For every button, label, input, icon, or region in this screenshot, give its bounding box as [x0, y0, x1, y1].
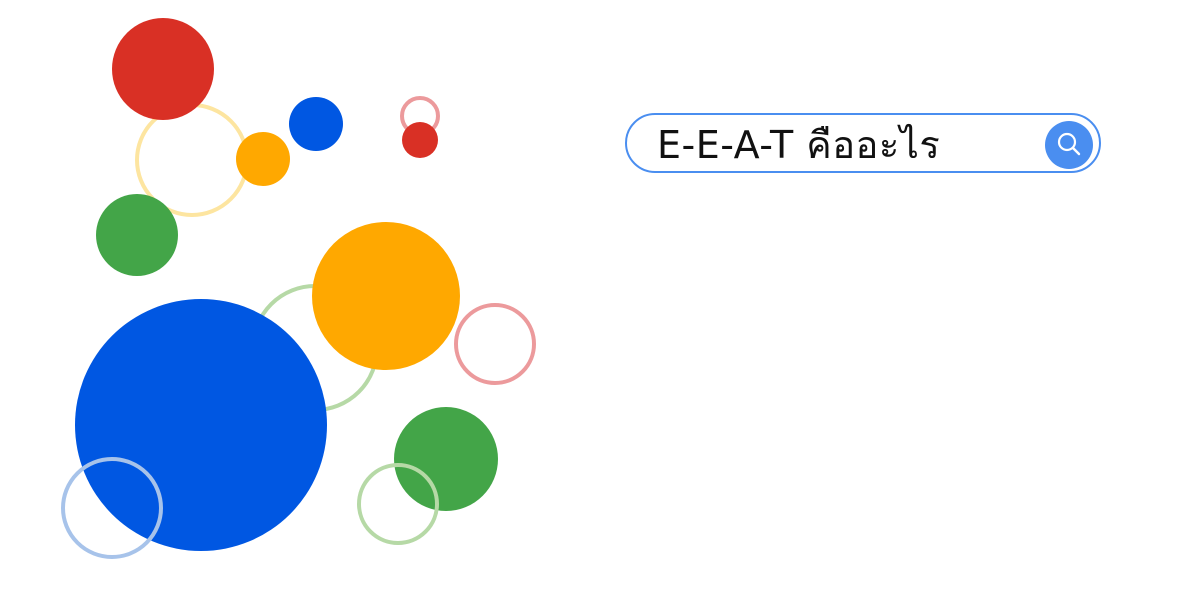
yellow-circle-small	[236, 132, 290, 186]
blue-circle-large	[75, 299, 327, 551]
red-circle-large	[112, 18, 214, 120]
green-circle-lower	[394, 407, 498, 511]
search-icon	[1057, 132, 1081, 156]
yellow-circle-large	[312, 222, 460, 370]
blue-ring	[61, 457, 163, 559]
search-bar[interactable]: E-E-A-T คืออะไร	[625, 113, 1101, 173]
pink-ring-medium	[454, 303, 536, 385]
green-ring-small	[357, 463, 439, 545]
search-button[interactable]	[1045, 121, 1093, 169]
red-circle-small	[402, 122, 438, 158]
blue-circle-small	[289, 97, 343, 151]
green-circle-medium	[96, 194, 178, 276]
decorative-bubbles	[61, 18, 536, 559]
search-query-text[interactable]: E-E-A-T คืออะไร	[657, 123, 941, 167]
